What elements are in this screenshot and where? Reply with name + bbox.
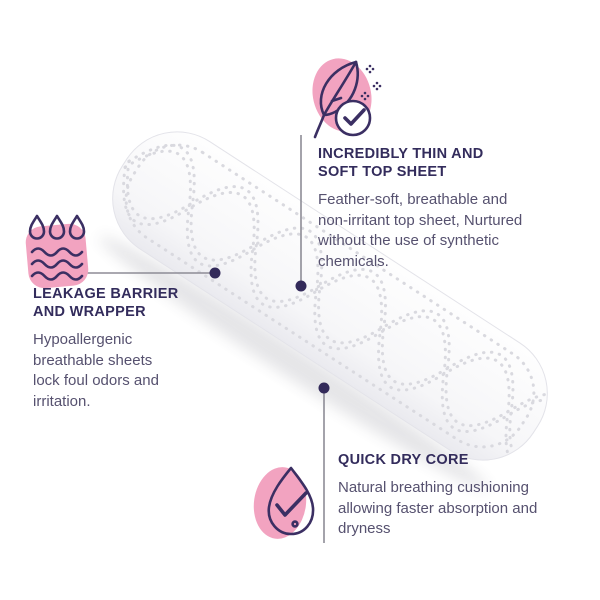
- connector-dot-leakage: [209, 267, 221, 279]
- feature-leakage: LEAKAGE BARRIER AND WRAPPER Hypoallergen…: [33, 286, 213, 413]
- feature-leakage-description: Hypoallergenic breathable sheets lock fo…: [33, 330, 159, 410]
- sparkle-icons: [360, 64, 382, 101]
- pad-quilting-pattern: [101, 126, 569, 482]
- feature-top-sheet-title: INCREDIBLY THIN AND SOFT TOP SHEET: [318, 146, 484, 180]
- water-drops-waves-icon: [25, 214, 89, 289]
- feature-top-sheet-description: Feather-soft, breathable and non-irritan…: [318, 190, 523, 270]
- feature-quick-dry: QUICK DRY CORE Natural breathing cushion…: [338, 452, 600, 540]
- feature-quick-dry-title: QUICK DRY CORE: [338, 452, 469, 468]
- feature-leakage-title: LEAKAGE BARRIER AND WRAPPER: [33, 286, 179, 320]
- connector-dot-top-sheet: [295, 280, 307, 292]
- connector-dot-quick-dry: [318, 382, 330, 394]
- drop-check-icon: [253, 466, 315, 539]
- feature-quick-dry-description: Natural breathing cushioning allowing fa…: [338, 478, 538, 538]
- pad-body: [112, 131, 548, 461]
- feature-top-sheet: INCREDIBLY THIN AND SOFT TOP SHEET Feath…: [318, 146, 574, 273]
- feather-check-icon: [312, 58, 382, 139]
- pad-shadow: [98, 236, 489, 490]
